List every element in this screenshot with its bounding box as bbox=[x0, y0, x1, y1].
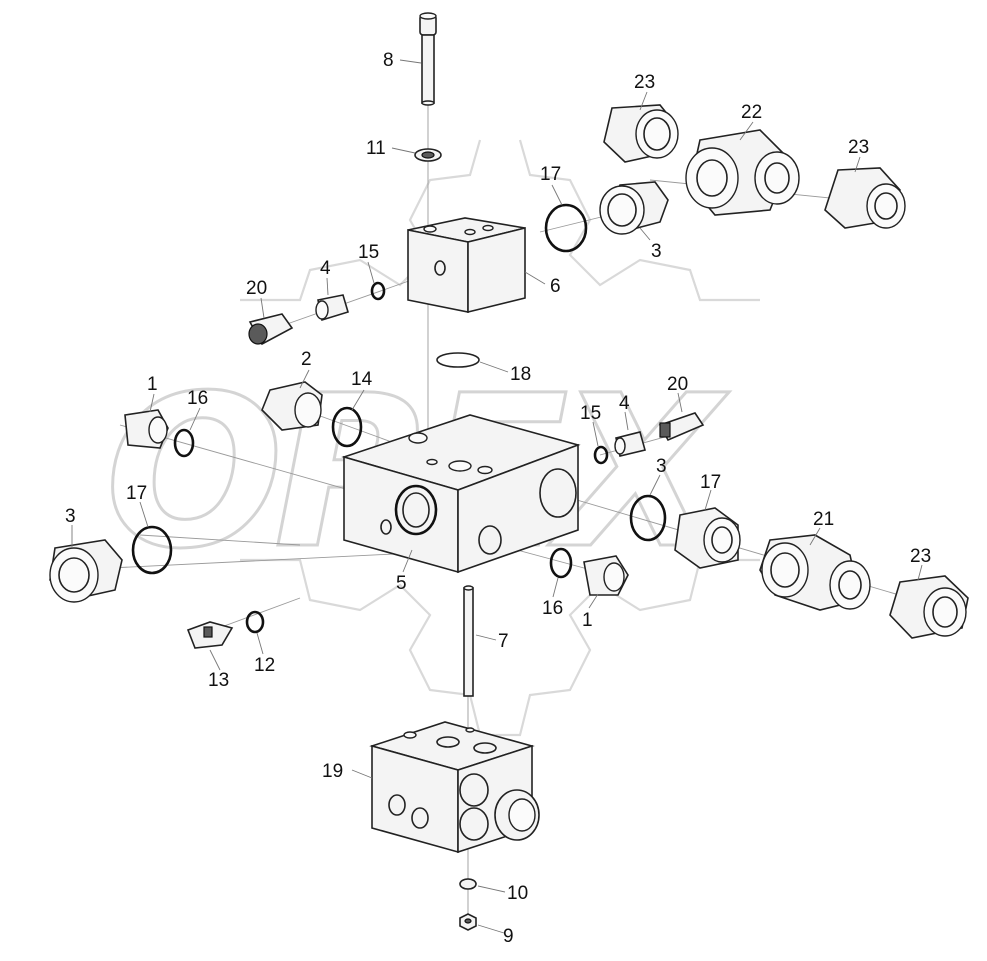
part-12-washer bbox=[245, 610, 265, 634]
callout-7: 7 bbox=[498, 631, 509, 652]
callout-10: 10 bbox=[507, 883, 528, 904]
callout-1-left: 1 bbox=[147, 374, 158, 395]
callout-4-right: 4 bbox=[619, 393, 630, 414]
callout-20-left: 20 bbox=[246, 278, 267, 299]
part-6-top-block bbox=[407, 217, 526, 314]
callout-6: 6 bbox=[550, 276, 561, 297]
part-23-nut-top-left bbox=[603, 104, 679, 163]
part-9-nut bbox=[459, 913, 477, 931]
part-14-oring bbox=[331, 406, 363, 448]
callout-17-left: 17 bbox=[126, 483, 147, 504]
callout-18: 18 bbox=[510, 364, 531, 385]
part-23-nut-top-right bbox=[824, 167, 906, 229]
part-3-fitting-top bbox=[599, 181, 669, 235]
callout-17-top: 17 bbox=[540, 164, 561, 185]
callout-23-top-right: 23 bbox=[848, 137, 869, 158]
callout-2: 2 bbox=[301, 349, 312, 370]
part-2-fitting bbox=[261, 381, 323, 431]
part-16-seal-left bbox=[173, 428, 195, 458]
callout-3-left: 3 bbox=[65, 506, 76, 527]
callout-20-right: 20 bbox=[667, 374, 688, 395]
part-4-adapter-right bbox=[614, 431, 646, 457]
part-7-stud bbox=[463, 585, 474, 697]
part-15-seal-upper bbox=[370, 281, 386, 301]
part-20-sensor-right bbox=[658, 412, 705, 442]
part-15-seal-right bbox=[593, 445, 609, 465]
callout-11: 11 bbox=[366, 138, 386, 159]
callout-5: 5 bbox=[396, 573, 407, 594]
part-17-oring-top bbox=[544, 203, 588, 253]
callout-12: 12 bbox=[254, 655, 275, 676]
part-3-fitting-left bbox=[49, 539, 123, 603]
part-4-adapter-upper bbox=[315, 294, 349, 322]
callout-22: 22 bbox=[741, 102, 762, 123]
callout-3-right: 3 bbox=[656, 456, 667, 477]
part-13-sensor bbox=[186, 621, 234, 649]
callout-9: 9 bbox=[503, 926, 514, 947]
callout-3-top: 3 bbox=[651, 241, 662, 262]
part-1-plug-lower bbox=[583, 555, 629, 596]
part-17-oring-left bbox=[131, 525, 173, 575]
callout-16-left: 16 bbox=[187, 388, 208, 409]
callout-4-upper: 4 bbox=[320, 258, 331, 279]
part-5-main-block bbox=[341, 414, 581, 574]
part-10-washer bbox=[459, 878, 477, 890]
part-21-elbow-fitting bbox=[759, 534, 871, 611]
callout-8: 8 bbox=[383, 50, 394, 71]
callout-labels: 8 11 23 22 23 17 3 15 4 20 6 18 2 14 1 1… bbox=[65, 50, 931, 947]
callout-23-top-left: 23 bbox=[634, 72, 655, 93]
part-11-washer bbox=[414, 148, 442, 162]
callout-16-lower: 16 bbox=[542, 598, 563, 619]
leader-lines bbox=[71, 59, 923, 934]
callout-14: 14 bbox=[351, 369, 373, 390]
part-18-oring bbox=[436, 352, 480, 368]
callout-15-right: 15 bbox=[580, 403, 601, 424]
callout-13: 13 bbox=[208, 670, 229, 691]
part-19-lower-block bbox=[369, 721, 540, 854]
callout-23-lower-right: 23 bbox=[910, 546, 931, 567]
callout-1-lower: 1 bbox=[582, 610, 593, 631]
callout-21: 21 bbox=[813, 509, 834, 530]
part-17-fitting-right bbox=[674, 507, 741, 569]
part-8-bolt bbox=[419, 12, 437, 106]
part-3-ring-right bbox=[629, 494, 667, 542]
part-20-sensor-left bbox=[248, 313, 294, 346]
callout-19: 19 bbox=[322, 761, 343, 782]
callout-15-upper: 15 bbox=[358, 242, 379, 263]
part-1-plug-left bbox=[124, 409, 169, 449]
callout-17-right: 17 bbox=[700, 472, 721, 493]
part-22-tee-fitting bbox=[685, 129, 800, 216]
part-16-seal-lower bbox=[549, 547, 573, 579]
part-23-nut-lower-right bbox=[889, 575, 969, 639]
